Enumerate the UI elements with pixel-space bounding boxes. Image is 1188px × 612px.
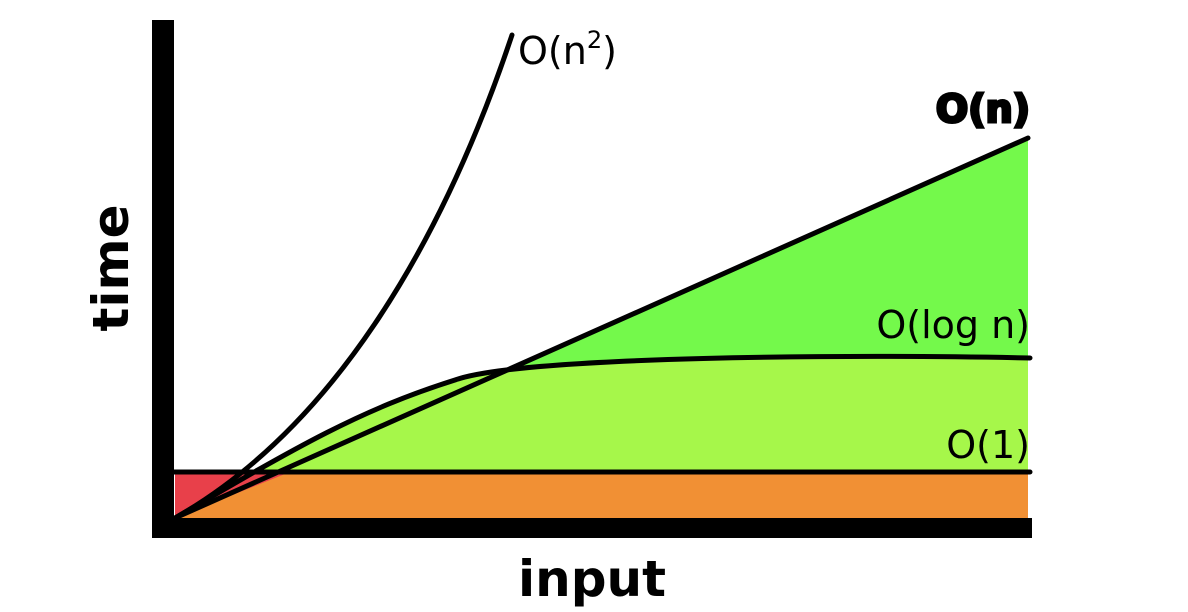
y-axis-label: time: [82, 204, 140, 331]
constant-label: O(1): [946, 423, 1030, 467]
x-axis-label: input: [518, 550, 666, 608]
log-region: [175, 356, 1028, 518]
y-axis: [152, 20, 174, 538]
log-label: O(log n): [876, 303, 1030, 347]
log-curve: [172, 353, 1033, 521]
quadratic-label: O(n2): [518, 26, 617, 73]
x-axis: [152, 518, 1032, 538]
linear-curve: [172, 135, 1031, 521]
constant-region: [175, 472, 1028, 520]
quadratic-curve: [172, 32, 515, 521]
linear-label: O(n): [936, 87, 1030, 131]
